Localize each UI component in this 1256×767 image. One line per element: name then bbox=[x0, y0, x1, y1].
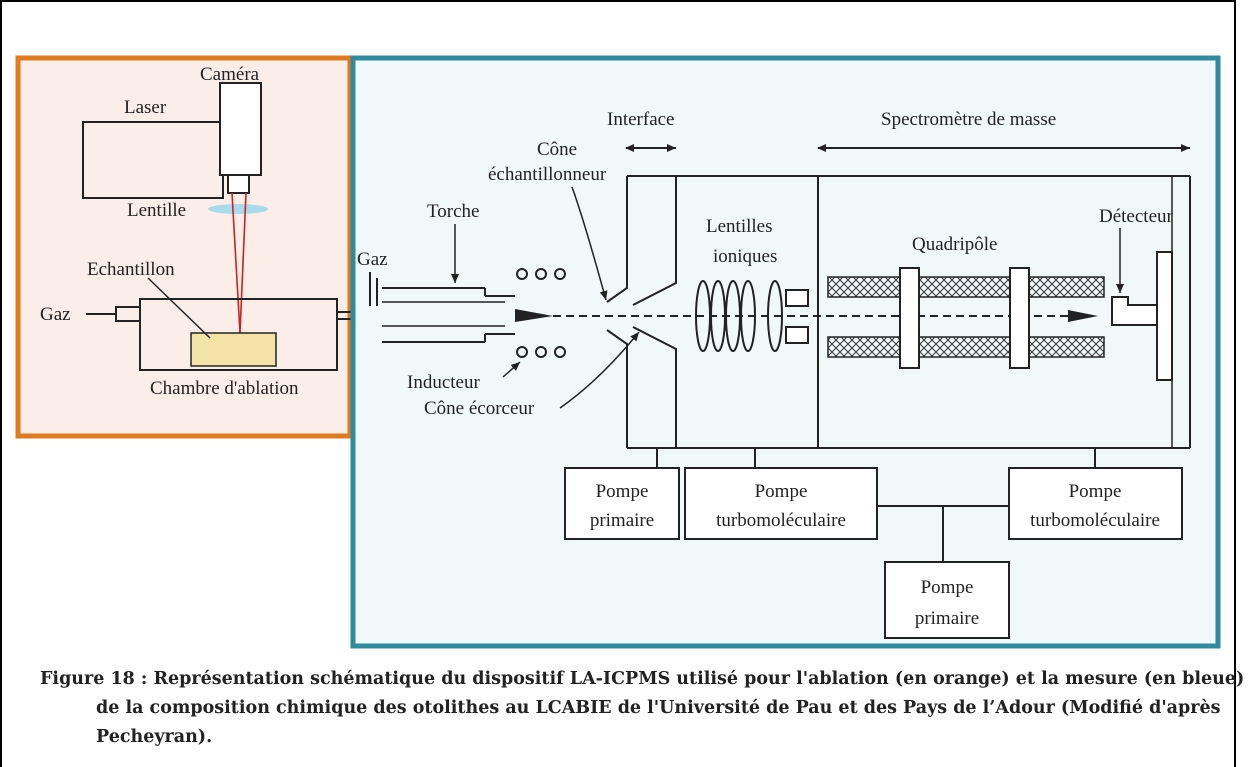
pump-primary-1-label-2: primaire bbox=[590, 510, 654, 531]
sampler-cone-pointer bbox=[571, 186, 608, 301]
pump-turbo-2-label-2: turbomoléculaire bbox=[1030, 510, 1160, 531]
inductor-coils-bottom bbox=[516, 346, 566, 358]
sampler-cone-label-1: Cône bbox=[537, 139, 577, 160]
ion-lens-block-top bbox=[785, 289, 809, 307]
lens-label: Lentille bbox=[127, 200, 186, 221]
pump-turbo-1-label-1: Pompe bbox=[755, 481, 808, 502]
lens-icon bbox=[208, 204, 268, 214]
detector-plate bbox=[1156, 251, 1173, 381]
torch-label: Torche bbox=[427, 201, 479, 222]
camera-label: Caméra bbox=[200, 64, 260, 85]
pump-turbo-1 bbox=[684, 467, 878, 540]
sample-block bbox=[190, 332, 277, 367]
figure-caption: Figure 18 : Représentation schématique d… bbox=[40, 669, 1245, 747]
spectrometer-label: Spectromètre de masse bbox=[881, 109, 1056, 130]
inductor-pointer bbox=[502, 361, 521, 378]
skimmer-cone-pointer bbox=[559, 331, 640, 409]
laser-label: Laser bbox=[124, 97, 167, 118]
ion-lenses-label-2: ioniques bbox=[713, 246, 777, 267]
laser-beam-right bbox=[239, 192, 247, 334]
gas-inlet-label: Gaz bbox=[40, 304, 71, 325]
quadrupole-rod-top bbox=[827, 276, 1105, 298]
plasma-icon bbox=[515, 309, 553, 322]
quadrupole-label: Quadripôle bbox=[912, 234, 997, 255]
interface-label: Interface bbox=[607, 109, 675, 130]
quadrupole-support-right bbox=[1009, 267, 1030, 369]
camera-box bbox=[219, 82, 262, 176]
measure-gas-label: Gaz bbox=[357, 249, 388, 270]
detector-label: Détecteur bbox=[1099, 206, 1174, 227]
inductor-label: Inducteur bbox=[407, 372, 480, 393]
sampler-cone-label-2: échantillonneur bbox=[488, 164, 607, 185]
pump-turbo-1-label-2: turbomoléculaire bbox=[716, 510, 846, 531]
ion-lenses-label-1: Lentilles bbox=[706, 216, 772, 237]
camera-lens-mount bbox=[227, 174, 250, 194]
chamber-label: Chambre d'ablation bbox=[150, 378, 299, 399]
skimmer-cone bbox=[632, 176, 677, 448]
sampler-cone bbox=[606, 176, 628, 448]
ion-beam-arrowhead bbox=[1068, 310, 1098, 322]
laser-beam-left bbox=[231, 192, 241, 334]
pump-primary-2 bbox=[884, 561, 1010, 639]
ion-lenses bbox=[695, 280, 783, 352]
ion-lens-block-bottom bbox=[785, 326, 809, 344]
pump-primary-1-label-1: Pompe bbox=[596, 481, 649, 502]
pump-turbo-2 bbox=[1008, 467, 1183, 540]
inductor-coils-top bbox=[516, 268, 566, 280]
pump-turbo-2-label-1: Pompe bbox=[1069, 481, 1122, 502]
pump-primary-1 bbox=[564, 467, 680, 540]
quadrupole-rod-bottom bbox=[827, 336, 1105, 358]
pump-primary-2-label-2: primaire bbox=[915, 608, 979, 629]
sample-label: Echantillon bbox=[87, 259, 175, 280]
skimmer-cone-label: Cône écorceur bbox=[424, 398, 535, 419]
detector-element bbox=[1111, 296, 1158, 326]
ablation-chamber bbox=[139, 298, 338, 371]
sample-pointer bbox=[147, 277, 211, 339]
pump-primary-2-label-1: Pompe bbox=[921, 577, 974, 598]
quadrupole-support-left bbox=[899, 267, 920, 369]
